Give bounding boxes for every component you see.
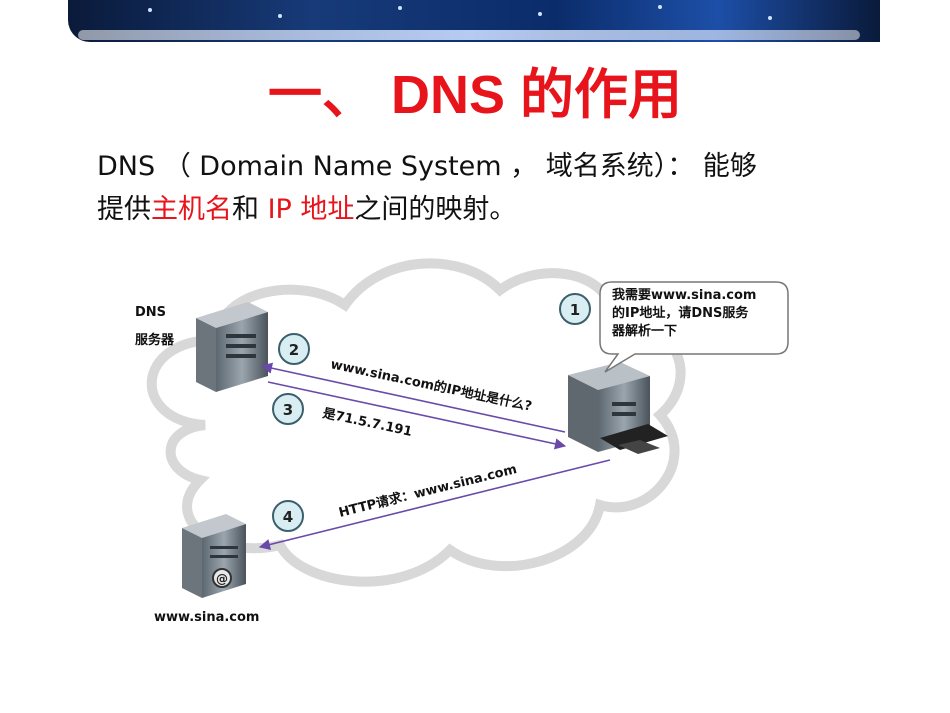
client-pc-icon xyxy=(568,362,668,454)
svg-text:2: 2 xyxy=(289,341,299,359)
step-4-badge: 4 xyxy=(272,500,304,532)
http-arrow xyxy=(258,459,611,551)
svg-text:3: 3 xyxy=(283,401,293,419)
intro-text-mapping: 之间的映射。 xyxy=(354,194,517,225)
banner-shine xyxy=(78,30,860,40)
dns-server-sublabel: 服务器 xyxy=(135,332,175,348)
client-speech-bubble: 我需要www.sina.com 的IP地址，请DNS服务 器解析一下 xyxy=(599,281,789,373)
svg-text:1: 1 xyxy=(570,301,580,319)
ip-address-highlight: IP 地址 xyxy=(267,194,355,225)
hostname-highlight: 主机名 xyxy=(151,194,232,225)
slide-title: 一、 DNS 的作用 xyxy=(267,65,683,125)
web-server-label: www.sina.com xyxy=(154,610,259,625)
intro-text-and: 和 xyxy=(232,194,268,225)
intro-line-1: DNS （ Domain Name System ， 域名系统）： 能够 xyxy=(97,151,757,182)
web-server-icon: @ xyxy=(182,514,246,598)
dns-server-label: DNS xyxy=(135,305,166,320)
at-sign-icon: @ xyxy=(216,572,228,586)
intro-text-provide: 提供 xyxy=(97,194,151,225)
dns-server-icon xyxy=(196,302,268,392)
step-3-badge: 3 xyxy=(272,393,304,425)
answer-arrow xyxy=(267,381,567,450)
step-1-badge: 1 xyxy=(559,293,591,325)
step-2-badge: 2 xyxy=(278,333,310,365)
intro-line-2: 提供主机名和 IP 地址之间的映射。 xyxy=(97,188,867,231)
svg-text:4: 4 xyxy=(283,508,293,526)
header-banner xyxy=(68,0,880,42)
bubble-line-1: 我需要www.sina.com xyxy=(612,287,756,303)
intro-paragraph: DNS （ Domain Name System ， 域名系统）： 能够 提供主… xyxy=(97,145,867,231)
bubble-line-2: 的IP地址，请DNS服务 xyxy=(612,305,749,321)
bubble-line-3: 器解析一下 xyxy=(611,323,677,339)
query-arrow xyxy=(260,362,566,433)
